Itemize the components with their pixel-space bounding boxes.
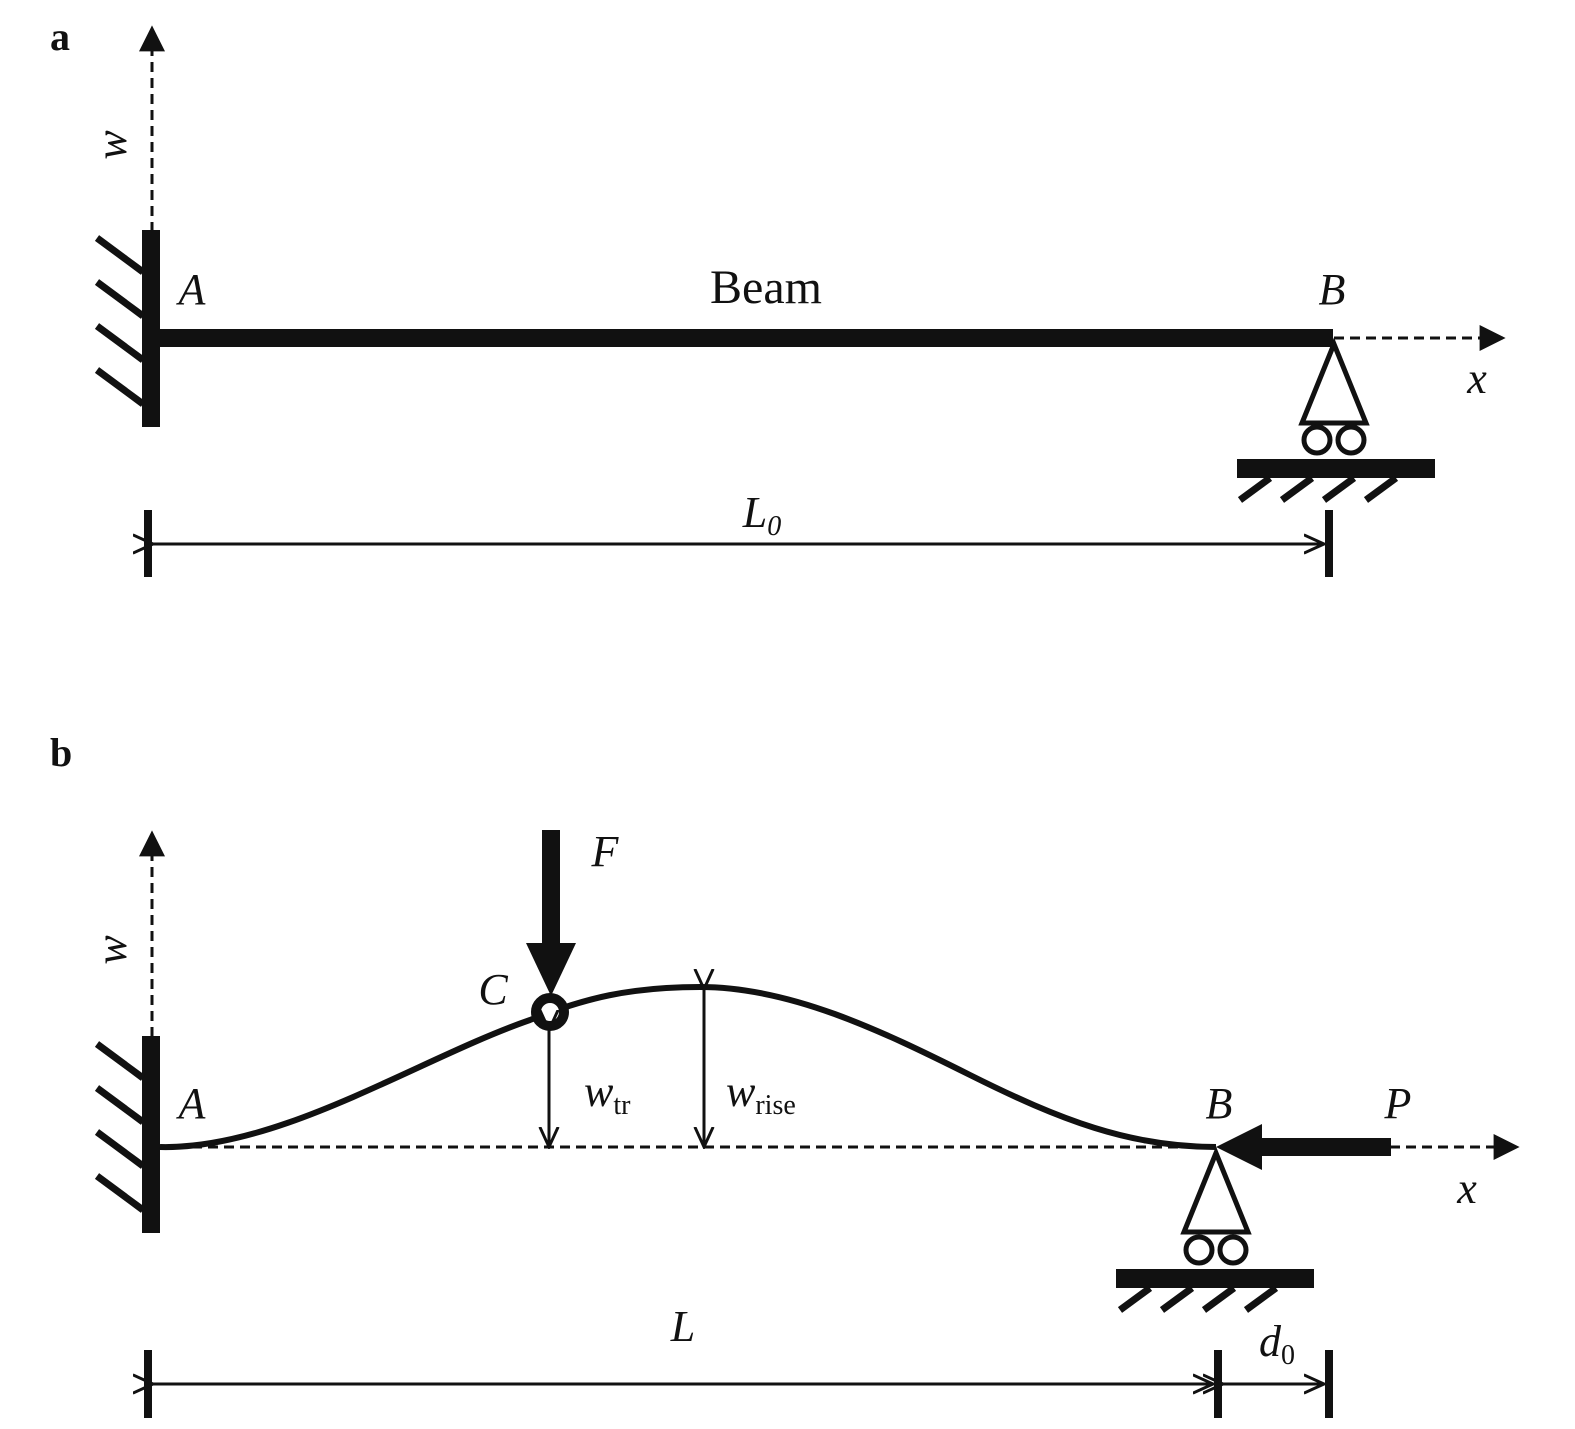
panel-b-point-a: A [176,1079,207,1128]
panel-b-point-c-marker [531,993,569,1031]
panel-b-force-p-arrow [1216,1124,1391,1170]
panel-a: a w x [50,14,1506,577]
panel-b-d0-label: d0 [1259,1317,1295,1371]
panel-b-w-label: w [87,935,136,965]
panel-b-length-dimension [144,1350,1333,1418]
panel-b-w-rise-label: wrise [726,1067,796,1121]
panel-a-roller-support [1237,337,1435,503]
panel-b-x-label: x [1456,1164,1477,1213]
panel-b-force-f-label: F [591,827,620,876]
panel-a-point-a: A [176,265,207,314]
panel-b-roller-support [1116,1146,1314,1313]
panel-b-w-tr-label: wtr [584,1067,631,1121]
panel-b-label: b [50,730,72,775]
panel-b-point-c: C [478,965,508,1014]
panel-a-x-label: x [1466,354,1487,403]
panel-b: b w x [50,730,1520,1418]
panel-b-buckled-beam [159,983,1217,1151]
panel-b-force-f-arrow [526,830,576,996]
panel-a-fixed-support [94,230,160,427]
panel-b-point-b: B [1206,1079,1233,1128]
panel-a-label: a [50,14,70,59]
panel-a-point-b: B [1319,265,1346,314]
panel-a-beam [152,329,1333,347]
panel-a-length-dimension [144,510,1333,577]
panel-a-w-label: w [87,130,136,160]
panel-b-force-p-label: P [1384,1079,1412,1128]
panel-b-fixed-support [94,1036,160,1233]
panel-b-length-label: L [670,1302,695,1351]
panel-a-length-label: L0 [742,488,781,542]
panel-a-beam-label: Beam [710,261,822,314]
